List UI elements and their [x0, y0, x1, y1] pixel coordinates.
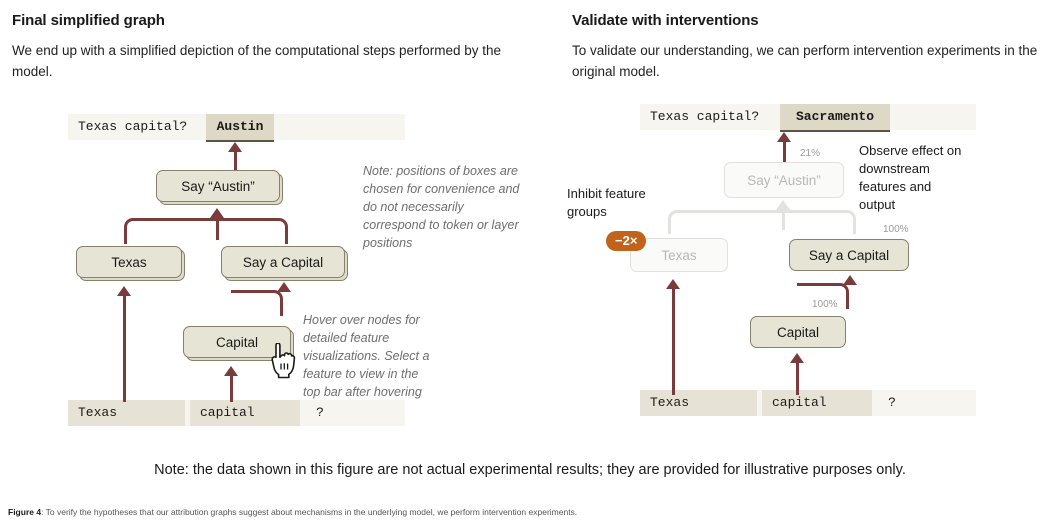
node-texas-inhibited[interactable]: Texas [630, 238, 728, 272]
left-token-1[interactable]: Texas [68, 400, 185, 426]
figure-caption-label: Figure 4 [8, 507, 42, 517]
figure-disclaimer-note: Note: the data shown in this figure are … [154, 462, 906, 478]
arrowhead-say-austin [210, 208, 224, 218]
edge-merge-up-ghost [782, 210, 785, 230]
right-token-1[interactable]: Texas [640, 390, 757, 416]
node-capital[interactable]: Capital [183, 326, 291, 358]
edge-token-capital-to-node [230, 374, 233, 402]
left-prompt-text[interactable]: Texas capital? [78, 119, 188, 134]
edge-say-austin-to-output [783, 142, 786, 172]
node-say-austin[interactable]: Say “Austin” [156, 170, 280, 202]
panel-validate-with-interventions: Validate with interventions To validate … [560, 0, 1060, 460]
node-say-austin-inhibited[interactable]: Say “Austin” [724, 162, 844, 198]
edge-capital-to-say-a-capital [231, 290, 283, 316]
arrowhead-texas-node [666, 279, 680, 289]
hand-pointer-cursor [268, 342, 298, 384]
arrowhead-to-output [777, 132, 791, 142]
node-say-a-capital[interactable]: Say a Capital [221, 246, 345, 278]
edge-token-texas-to-node [672, 287, 675, 395]
left-token-bar: Texas capital ? [68, 400, 405, 426]
edge-token-texas-to-node [123, 294, 126, 402]
arrowhead-say-a-capital [843, 275, 857, 285]
node-texas[interactable]: Texas [76, 246, 182, 278]
edge-token-capital-to-node [796, 361, 799, 395]
right-token-bar: Texas capital ? [640, 390, 976, 416]
left-prompt-bar: Texas capital? Austin [68, 114, 405, 142]
edge-say-austin-to-output [234, 152, 237, 182]
right-panel-description: To validate our understanding, we can pe… [572, 43, 1038, 79]
right-prompt-answer[interactable]: Sacramento [780, 104, 890, 132]
left-panel-title: Final simplified graph [12, 12, 165, 29]
pct-capital-edge: 100% [812, 299, 838, 310]
edge-merge-up [216, 218, 219, 240]
pct-to-output: 21% [800, 148, 821, 159]
left-token-3[interactable]: ? [316, 405, 324, 420]
pct-say-a-capital: 100% [883, 224, 909, 235]
node-say-a-capital[interactable]: Say a Capital [789, 239, 909, 271]
right-prompt-text[interactable]: Texas capital? [650, 109, 760, 124]
right-token-2[interactable]: capital [762, 390, 872, 416]
node-capital[interactable]: Capital [750, 316, 846, 348]
edge-corner-texas [124, 218, 218, 244]
note-hover-instructions: Hover over nodes for detailed feature vi… [303, 313, 430, 399]
callout-observe-effect: Observe effect on downstream features an… [859, 143, 962, 212]
figure-caption-text: : To verify the hypotheses that our attr… [41, 507, 578, 517]
arrowhead-say-a-capital [277, 282, 291, 292]
figure-caption: Figure 4: To verify the hypotheses that … [8, 506, 1052, 518]
panel-final-simplified-graph: Final simplified graph We end up with a … [0, 0, 530, 460]
arrowhead-texas-node [117, 286, 131, 296]
arrowhead-say-austin-ghost [776, 200, 790, 210]
arrowhead-to-output [228, 142, 242, 152]
callout-inhibit-feature-groups: Inhibit feature groups [567, 186, 646, 219]
right-prompt-bar: Texas capital? Sacramento [640, 104, 976, 132]
note-box-positions: Note: positions of boxes are chosen for … [363, 164, 520, 250]
right-panel-title: Validate with interventions [572, 12, 759, 29]
arrowhead-capital-node [224, 366, 238, 376]
left-token-2[interactable]: capital [190, 400, 300, 426]
right-token-3[interactable]: ? [888, 395, 896, 410]
edge-capital-to-say-a-capital [797, 283, 849, 309]
left-prompt-answer[interactable]: Austin [206, 114, 274, 142]
edge-corner-texas-ghost [668, 210, 784, 234]
edge-corner-say-a-capital-ghost [782, 210, 856, 234]
edge-corner-say-a-capital [216, 218, 288, 244]
left-panel-description: We end up with a simplified depiction of… [12, 43, 502, 79]
inhibit-badge[interactable]: −2× [606, 231, 647, 251]
arrowhead-capital-node [790, 353, 804, 363]
